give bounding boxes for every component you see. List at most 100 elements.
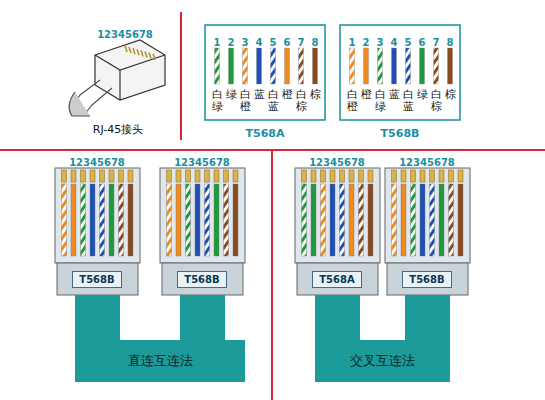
wire [176, 184, 181, 256]
wire-color-name: 白棕 [296, 89, 307, 113]
pin-number: 3 [242, 38, 249, 48]
pin-number: 12345678 [399, 158, 455, 168]
wire [257, 48, 262, 84]
plug-pin [125, 46, 127, 52]
wire-color-name: 棕 [445, 89, 456, 101]
wire [439, 184, 444, 256]
wire [368, 184, 373, 256]
pin-number: 7 [298, 38, 305, 48]
wire [401, 184, 406, 256]
contact [411, 170, 416, 182]
pin-number: 2 [228, 38, 235, 48]
wire [195, 184, 200, 256]
contact [439, 170, 444, 182]
wire [243, 48, 248, 84]
standard-tag: T568B [177, 271, 227, 288]
contact [119, 170, 124, 182]
wire [420, 48, 425, 84]
plug-body [295, 168, 380, 263]
standard-tag: T568A [312, 271, 362, 288]
contact [109, 170, 114, 182]
pin-number: 12345678 [97, 30, 153, 40]
wire [119, 184, 124, 256]
wire-color-name: 白蓝 [403, 89, 414, 113]
pin-number: 4 [391, 38, 398, 48]
wire [449, 184, 454, 256]
wire-color-name: 白橙 [240, 89, 251, 113]
contact [62, 170, 67, 182]
plug-pin [129, 47, 131, 53]
wire [430, 184, 435, 256]
wire [215, 48, 220, 84]
node-text: 直连互连法 [128, 352, 193, 370]
cable [405, 295, 450, 345]
wire [311, 184, 316, 256]
wire [392, 184, 397, 256]
wire [420, 184, 425, 256]
wire [167, 184, 172, 256]
wire [299, 48, 304, 84]
wire-color-name: 白棕 [431, 89, 442, 113]
wire [411, 184, 416, 256]
wire [205, 184, 210, 256]
wire [109, 184, 114, 256]
pin-number: 7 [433, 38, 440, 48]
contact [233, 170, 238, 182]
pin-number: 5 [405, 38, 412, 48]
pin-number: 8 [312, 38, 319, 48]
wire [71, 184, 76, 256]
wire-color-name: 白蓝 [268, 89, 279, 113]
pin-number: 2 [363, 38, 370, 48]
contact [359, 170, 364, 182]
standard-tag: T568B [72, 271, 122, 288]
wire-color-name: 绿 [226, 89, 237, 101]
contact [458, 170, 463, 182]
wire-color-name: 蓝 [254, 89, 265, 101]
wire [128, 184, 133, 256]
wire [340, 184, 345, 256]
wire [81, 184, 86, 256]
wire [330, 184, 335, 256]
wire [406, 48, 411, 84]
plug-pin [153, 54, 155, 60]
plug-boot [387, 263, 468, 295]
plug-pin [141, 50, 143, 56]
pin-number: 6 [419, 38, 426, 48]
pin-number: 5 [270, 38, 277, 48]
pin-number: 4 [256, 38, 263, 48]
plug-boot [162, 263, 243, 295]
pin-number: 8 [447, 38, 454, 48]
contact [81, 170, 86, 182]
wire [229, 48, 234, 84]
wire [100, 184, 105, 256]
wire [434, 48, 439, 84]
cable [75, 295, 120, 345]
wire [364, 48, 369, 84]
cable [315, 295, 360, 345]
wire-color-name: 橙 [282, 89, 293, 101]
wire [271, 48, 276, 84]
contact [449, 170, 454, 182]
contact [420, 170, 425, 182]
contact [176, 170, 181, 182]
contact [100, 170, 105, 182]
contact [392, 170, 397, 182]
plug-boot [57, 263, 138, 295]
contact [368, 170, 373, 182]
contact [205, 170, 210, 182]
contact [349, 170, 354, 182]
wire-color-name: 白绿 [212, 89, 223, 113]
node-text: T568B [184, 274, 219, 285]
pin-number: 1 [349, 38, 356, 48]
contact [311, 170, 316, 182]
wire [448, 48, 453, 84]
contact [302, 170, 307, 182]
contact [224, 170, 229, 182]
wire [392, 48, 397, 84]
wire-color-name: 橙 [361, 89, 372, 101]
contact [90, 170, 95, 182]
pin-number: 1 [214, 38, 221, 48]
pin-number: 12345678 [174, 158, 230, 168]
pin-number: 6 [284, 38, 291, 48]
